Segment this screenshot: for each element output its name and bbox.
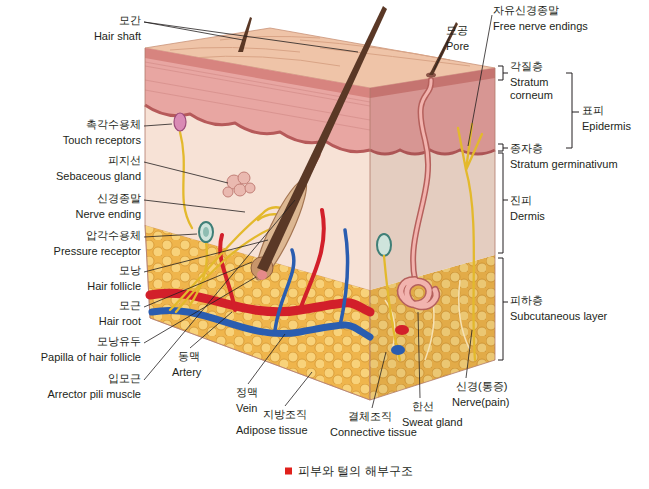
part-label: Stratum corneum <box>510 76 568 102</box>
part-label: 자유신경종말 <box>493 4 559 17</box>
stratum-corneum-band <box>145 48 370 98</box>
sebaceous-gland <box>223 172 255 197</box>
part-label: 각질층 <box>510 60 543 73</box>
part-label: 모낭 <box>119 264 141 277</box>
connective-tissue <box>385 280 470 360</box>
part-label: 압각수용체 <box>86 229 141 242</box>
block-edges <box>145 48 495 400</box>
part-label: Pressure receptor <box>54 245 141 258</box>
vein-section <box>391 345 405 355</box>
figure-caption: 피부와 털의 해부구조 <box>298 464 413 478</box>
sweat-gland <box>401 80 436 306</box>
part-label: 표피 <box>582 104 604 117</box>
part-label: 모공 <box>446 24 468 37</box>
part-label: 피지선 <box>108 154 141 167</box>
part-label: 종자층 <box>510 142 543 155</box>
part-label: Sweat gland <box>402 416 463 429</box>
part-label: Pore <box>446 40 469 53</box>
hair-shaft-small <box>238 17 252 52</box>
side-shade <box>370 68 495 400</box>
part-label: Arrector pili muscle <box>47 388 141 401</box>
vein <box>152 310 370 337</box>
part-label: Artery <box>172 366 201 379</box>
part-label: Nerve ending <box>76 208 141 221</box>
part-label: 진피 <box>510 194 532 207</box>
part-label: Hair root <box>99 315 141 328</box>
part-label: 입모근 <box>108 372 141 385</box>
part-label: 지방조직 <box>263 408 307 421</box>
hair-shaft <box>257 6 387 272</box>
part-label: Stratum germinativum <box>510 158 618 171</box>
part-label: 한선 <box>412 400 434 413</box>
pressure-receptor <box>199 222 213 242</box>
caption-bullet <box>285 468 292 475</box>
part-label: 동맥 <box>178 350 200 363</box>
pressure-receptor <box>377 234 391 256</box>
touch-receptor <box>174 113 186 131</box>
hair-papilla <box>257 270 267 280</box>
part-label: Adipose tissue <box>236 424 308 437</box>
part-label: Touch receptors <box>63 134 141 147</box>
part-label: 신경(통증) <box>456 380 507 393</box>
part-label: Subcutaneous layer <box>510 310 607 323</box>
part-label: 촉각수용체 <box>86 118 141 131</box>
nerve-pain <box>384 124 482 360</box>
artery-section <box>395 325 409 335</box>
part-label: Nerve(pain) <box>452 396 509 409</box>
part-label: 정맥 <box>236 386 258 399</box>
part-label: Vein <box>236 402 257 415</box>
part-label: Dermis <box>510 210 545 223</box>
part-label: 결체조직 <box>348 410 392 423</box>
part-label: Hair shaft <box>94 30 141 43</box>
pressure-receptor-core <box>203 227 209 237</box>
part-label: 모낭유두 <box>97 335 141 348</box>
part-label: Hair follicle <box>87 280 141 293</box>
part-label: 모근 <box>119 299 141 312</box>
part-label: 신경종말 <box>97 192 141 205</box>
part-label: 모간 <box>119 14 141 27</box>
part-label: Epidermis <box>582 120 631 133</box>
part-label: 피하층 <box>510 294 543 307</box>
leader-line <box>144 15 492 408</box>
part-label: Free nerve endings <box>493 20 588 33</box>
epidermis-layer <box>145 48 370 152</box>
part-label: Papilla of hair follicle <box>41 351 141 364</box>
part-label: Sebaceous gland <box>56 170 141 183</box>
